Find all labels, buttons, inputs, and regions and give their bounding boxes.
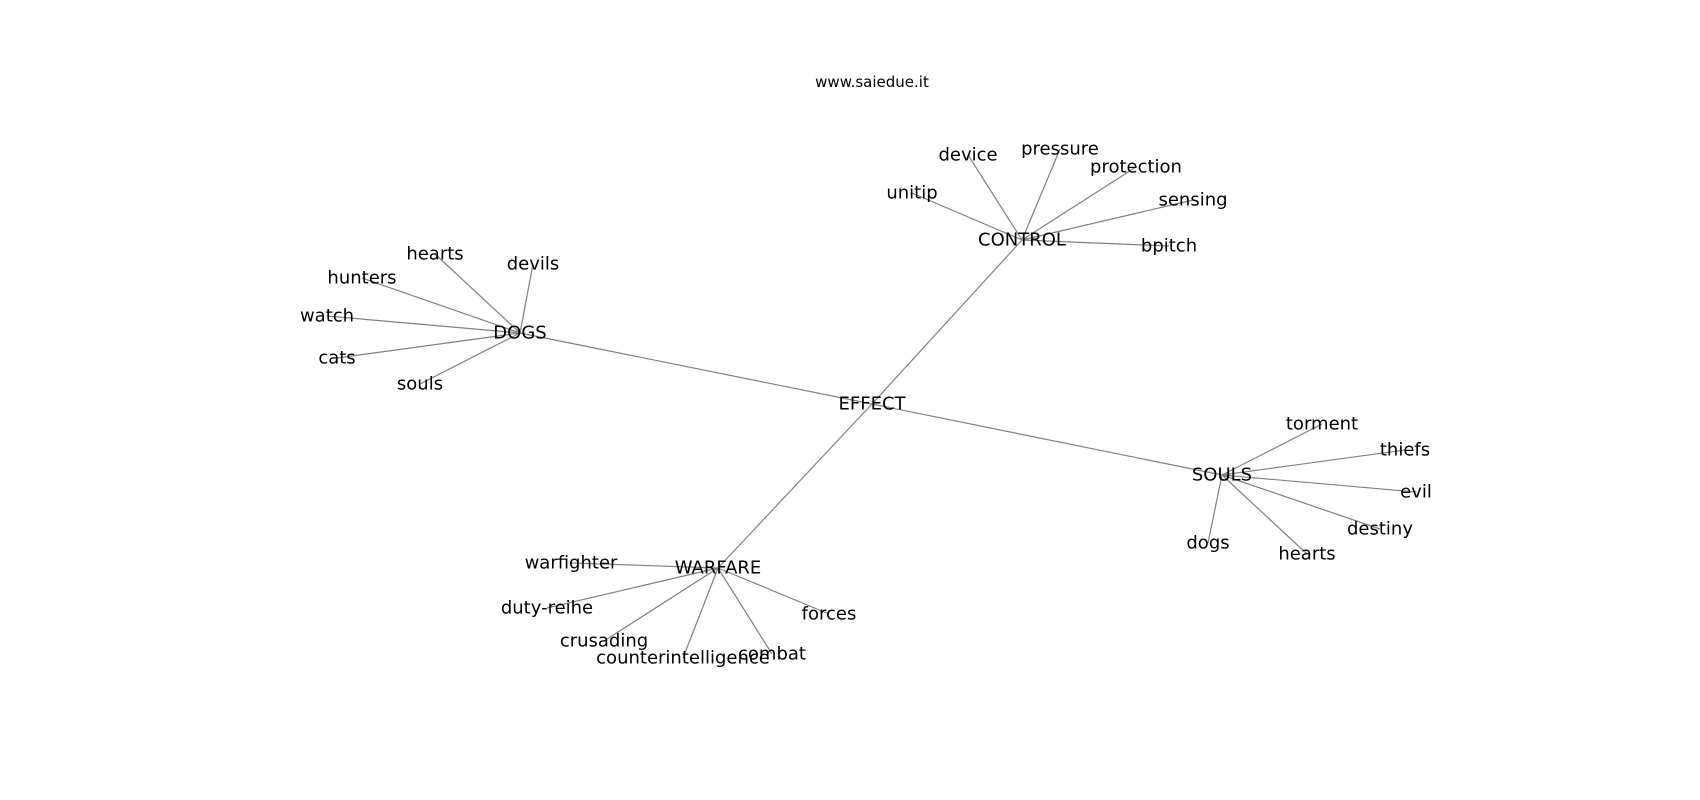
edge-warfare-to-warfare-warfighter xyxy=(570,562,719,569)
node-control-pressure: pressure xyxy=(1021,139,1099,160)
edge-dogs-to-dogs-watch xyxy=(326,315,521,334)
edge-warfare-to-warfare-combat xyxy=(717,567,773,655)
node-control: CONTROL xyxy=(978,230,1066,251)
edge-control-to-control-protection xyxy=(1021,166,1137,241)
edge-souls-to-souls-torment xyxy=(1221,423,1323,476)
node-warfare-warfighter: warfighter xyxy=(525,553,618,574)
node-souls-torment: torment xyxy=(1286,414,1358,435)
node-effect: EFFECT xyxy=(838,394,906,415)
edge-souls-to-souls-evil xyxy=(1221,474,1417,493)
node-dogs-hearts: hearts xyxy=(406,244,463,265)
node-souls: SOULS xyxy=(1192,465,1252,486)
node-warfare-counterintelligence: counterintelligence xyxy=(596,648,770,669)
node-control-protection: protection xyxy=(1090,157,1182,178)
node-dogs: DOGS xyxy=(493,323,546,344)
edge-control-to-control-device xyxy=(967,154,1023,241)
edge-effect-to-dogs xyxy=(519,332,873,405)
node-dogs-souls: souls xyxy=(397,374,443,395)
edge-control-to-control-sensing xyxy=(1021,199,1194,241)
node-dogs-hunters: hunters xyxy=(327,268,396,289)
node-souls-hearts: hearts xyxy=(1278,544,1335,565)
node-souls-dogs: dogs xyxy=(1186,533,1229,554)
node-control-bpitch: bpitch xyxy=(1141,236,1197,257)
edge-control-to-control-bpitch xyxy=(1021,239,1170,247)
node-warfare-duty-reihe: duty-reihe xyxy=(501,598,593,619)
edge-effect-to-control xyxy=(871,239,1023,405)
node-dogs-watch: watch xyxy=(300,306,354,327)
edge-dogs-to-dogs-souls xyxy=(419,332,521,385)
node-souls-evil: evil xyxy=(1400,482,1432,503)
edge-dogs-to-dogs-cats xyxy=(336,332,521,359)
node-control-device: device xyxy=(938,145,997,166)
edge-souls-to-souls-thiefs xyxy=(1221,449,1406,476)
node-control-sensing: sensing xyxy=(1158,190,1227,211)
node-warfare-combat: combat xyxy=(738,644,806,665)
node-warfare: WARFARE xyxy=(675,558,762,579)
edge-effect-to-warfare xyxy=(717,403,873,569)
node-warfare-forces: forces xyxy=(802,604,857,625)
node-souls-thiefs: thiefs xyxy=(1380,440,1430,461)
edge-dogs-to-dogs-hearts xyxy=(434,253,521,334)
node-souls-destiny: destiny xyxy=(1347,519,1413,540)
node-control-unitip: unitip xyxy=(886,183,937,204)
edge-control-to-control-unitip xyxy=(911,192,1023,241)
node-warfare-crusading: crusading xyxy=(560,631,648,652)
edge-souls-to-souls-destiny xyxy=(1221,474,1381,530)
node-dogs-devils: devils xyxy=(507,254,560,275)
edge-souls-to-souls-dogs xyxy=(1207,474,1223,544)
labels-layer: EFFECT DOGS CONTROL SOULS WARFARE hearts devil… xyxy=(300,139,1432,669)
node-dogs-cats: cats xyxy=(318,348,355,369)
edge-warfare-to-warfare-crusading xyxy=(603,567,719,642)
edge-warfare-to-warfare-counterintelligence xyxy=(682,567,719,659)
edge-souls-to-souls-hearts xyxy=(1221,474,1308,555)
edge-warfare-to-warfare-forces xyxy=(717,567,830,615)
edge-dogs-to-dogs-devils xyxy=(519,263,534,334)
edges-layer xyxy=(326,148,1417,659)
edge-control-to-control-pressure xyxy=(1021,148,1061,241)
edge-effect-to-souls xyxy=(871,403,1223,476)
source-url: www.saiedue.it xyxy=(815,73,929,91)
edge-warfare-to-warfare-duty-reihe xyxy=(546,567,719,609)
edge-dogs-to-dogs-hunters xyxy=(361,277,521,334)
